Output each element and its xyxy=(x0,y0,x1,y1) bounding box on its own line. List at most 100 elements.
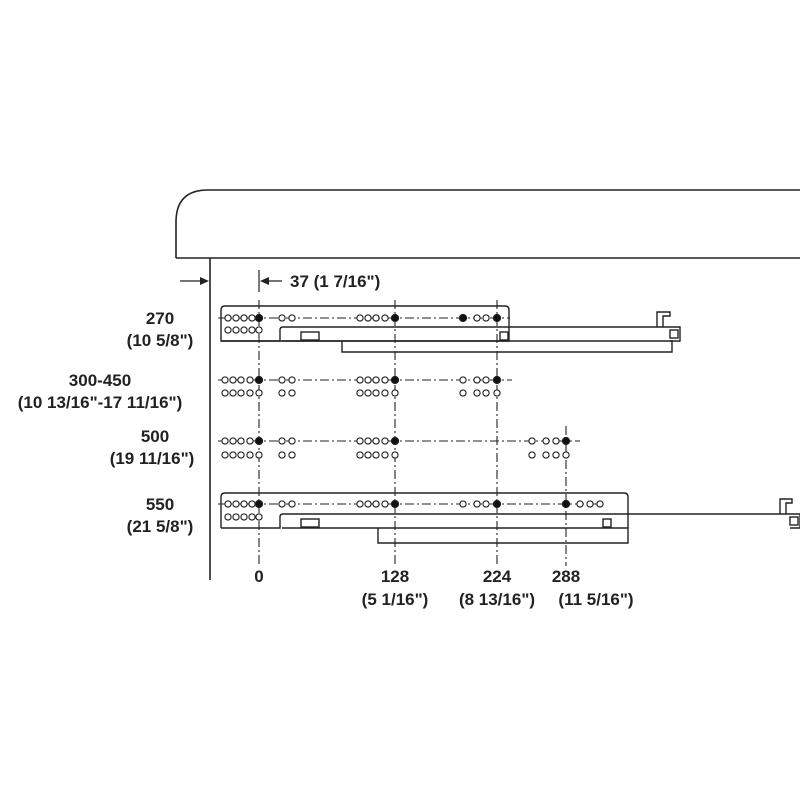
position-288-in: (11 5/16") xyxy=(558,590,633,609)
mounting-hole xyxy=(255,326,263,334)
mounting-hole xyxy=(372,389,380,397)
mounting-hole xyxy=(221,451,229,459)
mounting-hole xyxy=(372,451,380,459)
slide-270 xyxy=(220,305,681,353)
position-128-in: (5 1/16") xyxy=(362,590,429,609)
mounting-hole xyxy=(552,437,560,445)
mounting-hole xyxy=(278,500,286,508)
mounting-hole xyxy=(356,451,364,459)
position-labels: 0 128 (5 1/16") 224 (8 13/16") 288 (11 5… xyxy=(254,567,633,609)
mounting-hole xyxy=(364,437,372,445)
mounting-hole xyxy=(473,376,481,384)
mounting-hole xyxy=(278,389,286,397)
mounting-hole xyxy=(288,500,296,508)
mounting-hole xyxy=(278,314,286,322)
offset-dimension-label: 37 (1 7/16") xyxy=(290,272,380,291)
row-270-length-in: (10 5/8") xyxy=(127,331,194,350)
mounting-hole xyxy=(482,389,490,397)
mounting-hole xyxy=(255,513,263,521)
mounting-hole xyxy=(596,500,604,508)
mounting-hole xyxy=(459,376,467,384)
mounting-hole xyxy=(248,513,256,521)
mounting-hole-filled xyxy=(390,436,400,446)
mounting-hole xyxy=(240,314,248,322)
position-128-mm: 128 xyxy=(381,567,409,586)
mounting-hole xyxy=(459,389,467,397)
mounting-hole xyxy=(248,326,256,334)
mounting-hole-filled xyxy=(390,313,400,323)
mounting-hole xyxy=(232,326,240,334)
row-550-length-in: (21 5/8") xyxy=(127,517,194,536)
mounting-hole xyxy=(229,376,237,384)
mounting-hole xyxy=(356,314,364,322)
mounting-hole-filled xyxy=(254,499,264,509)
slide-550 xyxy=(220,492,800,544)
mounting-hole xyxy=(372,314,380,322)
mounting-hole-filled xyxy=(254,313,264,323)
row-500-length: 500 xyxy=(141,427,169,446)
mounting-hole xyxy=(288,314,296,322)
mounting-hole xyxy=(229,451,237,459)
mounting-hole xyxy=(224,326,232,334)
mounting-hole xyxy=(278,451,286,459)
mounting-hole xyxy=(372,376,380,384)
mounting-hole xyxy=(356,500,364,508)
mounting-hole-filled xyxy=(390,375,400,385)
mounting-hole xyxy=(278,437,286,445)
mounting-hole-filled xyxy=(390,499,400,509)
row-270-length: 270 xyxy=(146,309,174,328)
mounting-hole xyxy=(255,389,263,397)
mounting-hole-filled xyxy=(492,375,502,385)
mounting-hole xyxy=(232,314,240,322)
mounting-hole xyxy=(237,451,245,459)
mounting-hole xyxy=(278,376,286,384)
mounting-hole xyxy=(246,437,254,445)
row-500-length-in: (19 11/16") xyxy=(110,449,195,468)
mounting-hole xyxy=(381,451,389,459)
mounting-hole xyxy=(288,451,296,459)
mounting-hole xyxy=(240,500,248,508)
mounting-hole xyxy=(221,389,229,397)
mounting-hole xyxy=(576,500,584,508)
mounting-hole xyxy=(240,513,248,521)
position-288-mm: 288 xyxy=(552,567,580,586)
mounting-hole xyxy=(229,437,237,445)
mounting-hole xyxy=(482,314,490,322)
mounting-hole xyxy=(528,437,536,445)
mounting-hole xyxy=(473,500,481,508)
mounting-hole xyxy=(364,451,372,459)
mounting-hole xyxy=(237,389,245,397)
mounting-hole xyxy=(232,513,240,521)
mounting-hole xyxy=(482,376,490,384)
mounting-hole xyxy=(381,437,389,445)
mounting-hole xyxy=(493,389,501,397)
mounting-hole xyxy=(482,500,490,508)
mounting-hole xyxy=(364,376,372,384)
reference-lines xyxy=(258,300,567,566)
mounting-hole xyxy=(391,451,399,459)
offset-dimension: 37 (1 7/16") xyxy=(180,270,380,292)
row-550-length: 550 xyxy=(146,495,174,514)
mounting-hole xyxy=(381,314,389,322)
mounting-hole xyxy=(221,376,229,384)
row-labels: 270 (10 5/8") 300-450 (10 13/16"-17 11/1… xyxy=(18,309,195,536)
mounting-hole xyxy=(364,314,372,322)
cabinet-top-panel xyxy=(175,189,800,259)
mounting-hole xyxy=(372,437,380,445)
mounting-hole xyxy=(224,500,232,508)
mounting-hole xyxy=(288,437,296,445)
mounting-hole xyxy=(288,376,296,384)
mounting-hole xyxy=(391,389,399,397)
mounting-hole xyxy=(246,389,254,397)
mounting-hole xyxy=(552,451,560,459)
mounting-hole xyxy=(232,500,240,508)
row-300-450-length: 300-450 xyxy=(69,371,131,390)
mounting-hole xyxy=(246,376,254,384)
mounting-hole xyxy=(356,376,364,384)
mounting-hole xyxy=(459,500,467,508)
mounting-hole xyxy=(542,437,550,445)
mounting-hole xyxy=(356,437,364,445)
mounting-hole xyxy=(221,437,229,445)
row-300-450-length-in: (10 13/16"-17 11/16") xyxy=(18,393,183,412)
